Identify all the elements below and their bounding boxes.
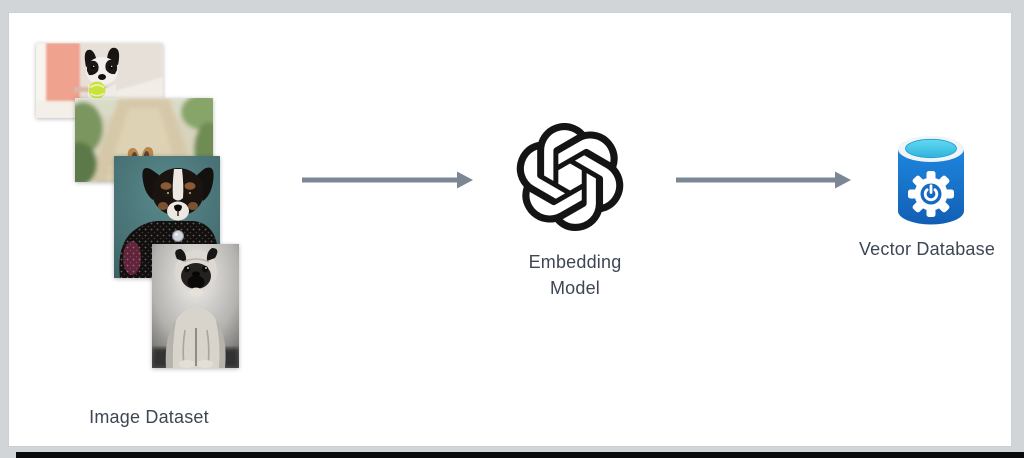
openai-logo-icon (516, 123, 624, 231)
dog-photo-pug (152, 244, 239, 368)
embedding-model-label: Embedding Model (528, 252, 622, 298)
vector-database-icon (894, 134, 968, 228)
gear-icon (908, 171, 954, 217)
arrow-model-to-database-icon (676, 171, 851, 189)
image-dataset-label: Image Dataset (89, 407, 209, 427)
pug (165, 248, 226, 368)
bottom-bar (16, 452, 1024, 458)
vector-database-label: Vector Database (858, 239, 996, 259)
arrow-dataset-to-model-icon (302, 171, 473, 189)
